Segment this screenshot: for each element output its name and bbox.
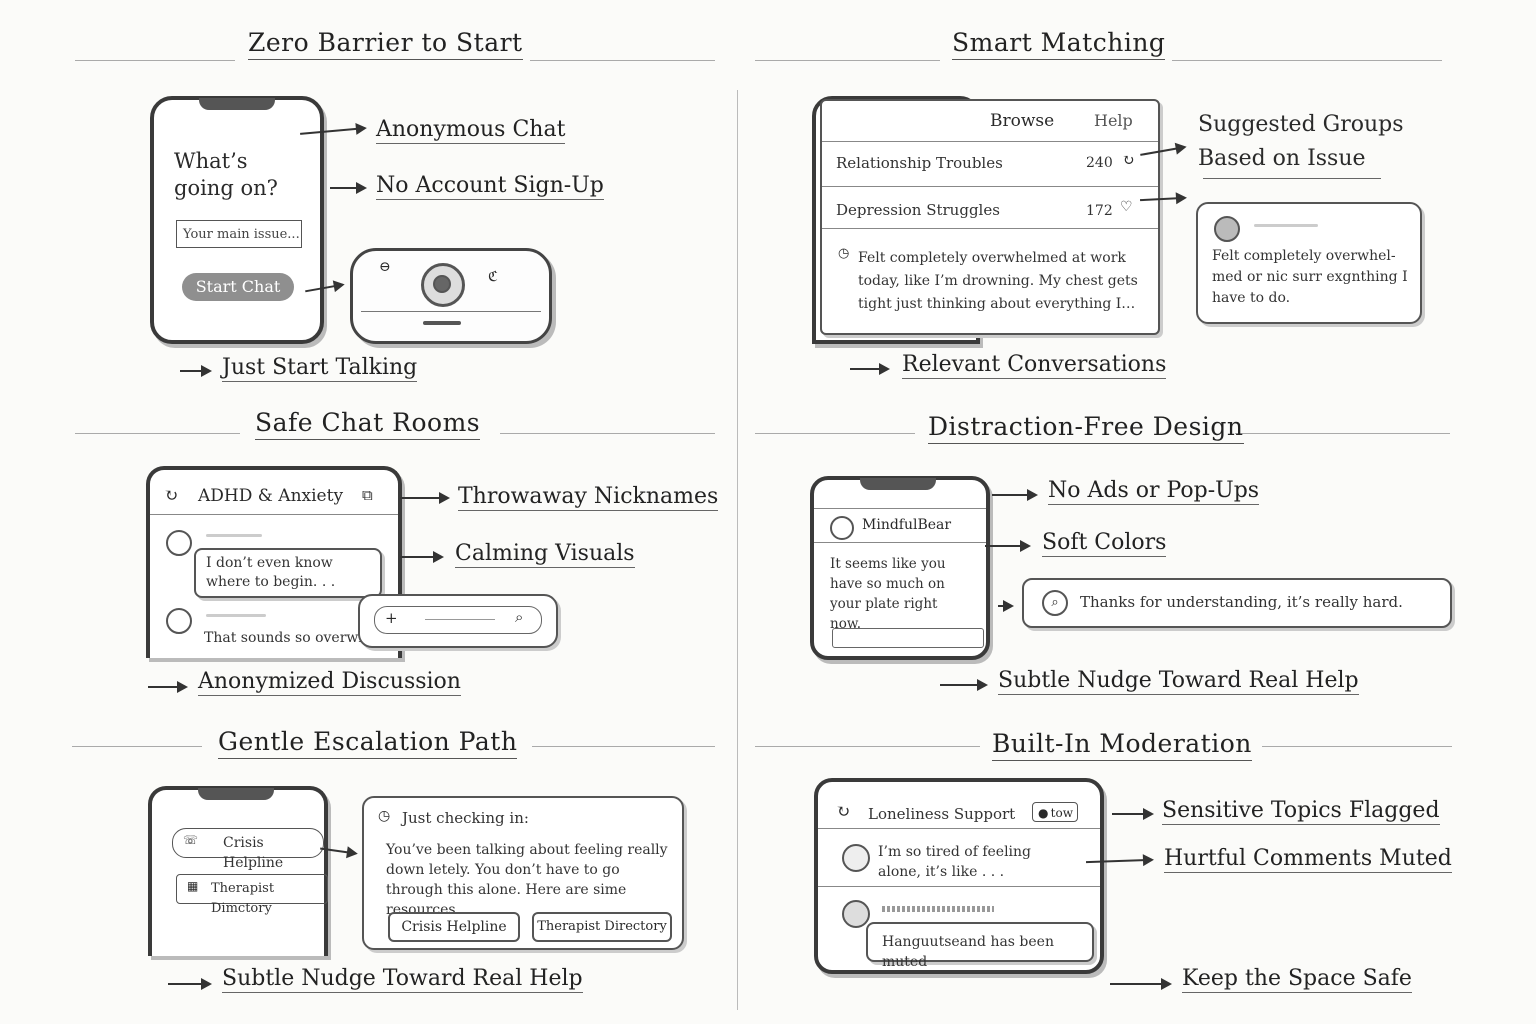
message-input[interactable] bbox=[832, 628, 984, 648]
callout-throwaway-nicknames: Throwaway Nicknames bbox=[458, 484, 719, 511]
therapist-directory-button[interactable]: Therapist Directory bbox=[532, 912, 672, 942]
callout-sensitive-topics: Sensitive Topics Flagged bbox=[1162, 798, 1440, 825]
reply-bar[interactable]: ⌕ Thanks for understanding, it’s really … bbox=[1022, 578, 1452, 628]
footer-anonymized-discussion: Anonymized Discussion bbox=[198, 669, 461, 696]
column-divider bbox=[737, 90, 738, 1010]
message-1: I don’t even know where to begin. . . bbox=[206, 555, 336, 590]
lock-icon: ● bbox=[1038, 806, 1049, 820]
search-icon: ⌕ bbox=[1042, 590, 1068, 616]
callout-soft-colors: Soft Colors bbox=[1042, 530, 1167, 557]
group-count: 240 bbox=[1086, 155, 1113, 171]
check-in-title: Just checking in: bbox=[402, 809, 529, 827]
edit-icon[interactable]: ⧉ bbox=[362, 486, 373, 504]
heart-icon: ♡ bbox=[1120, 199, 1133, 215]
username: MindfulBear bbox=[862, 517, 952, 533]
prompt-heading: What’s going on? bbox=[174, 149, 278, 200]
section-title-zero-barrier: Zero Barrier to Start bbox=[248, 28, 523, 60]
crisis-helpline-button[interactable]: Crisis Helpline bbox=[388, 912, 520, 942]
refresh-icon: ↻ bbox=[1122, 151, 1135, 169]
message-2: That sounds so overwih bbox=[204, 630, 368, 646]
issue-input[interactable]: Your main issue... bbox=[176, 220, 302, 248]
callout-hurtful-comments: Hurtful Comments Muted bbox=[1164, 846, 1452, 873]
callout-suggested-groups: Suggested Groups Based on Issue bbox=[1198, 112, 1404, 171]
avatar-icon bbox=[842, 844, 870, 872]
search-icon bbox=[842, 900, 870, 928]
group-name[interactable]: Depression Struggles bbox=[836, 201, 1000, 219]
flagged-message: I’m so tired of feeling alone, it’s like… bbox=[878, 844, 1032, 880]
phone-chat-room: ↻ ADHD & Anxiety ⧉ I don’t even know whe… bbox=[146, 466, 402, 658]
footer-keep-space-safe: Keep the Space Safe bbox=[1182, 966, 1412, 993]
smart-speaker: ⊖ ℭ bbox=[350, 248, 552, 344]
preview-text: Felt completely overwhel-med or nic surr… bbox=[1212, 248, 1408, 306]
phone-icon: ☏ bbox=[183, 833, 199, 847]
phone-escalation: ☏ Crisis Helpline ▦ Therapist Dimctory bbox=[148, 786, 328, 956]
phone-distraction-free: MindfulBear It seems like you have so mu… bbox=[810, 476, 990, 660]
crisis-helpline-chip[interactable]: ☏ Crisis Helpline bbox=[172, 828, 324, 871]
footer-subtle-nudge-2: Subtle Nudge Toward Real Help bbox=[222, 966, 583, 993]
section-title-gentle-escalation: Gentle Escalation Path bbox=[218, 727, 518, 759]
avatar-icon bbox=[830, 516, 854, 540]
section-title-distraction-free: Distraction-Free Design bbox=[928, 412, 1244, 444]
section-title-built-in-moderation: Built-In Moderation bbox=[992, 729, 1252, 761]
check-in-card: ◷ Just checking in: You’ve been talking … bbox=[362, 796, 684, 950]
callout-anonymous-chat: Anonymous Chat bbox=[376, 117, 566, 144]
footer-subtle-nudge-1: Subtle Nudge Toward Real Help bbox=[998, 668, 1359, 695]
check-in-body: You’ve been talking about feeling really… bbox=[386, 842, 668, 918]
footer-just-start-talking: Just Start Talking bbox=[222, 355, 418, 382]
search-icon[interactable]: ⌕ bbox=[515, 608, 524, 626]
muted-notice: Hanguutseand has been muted bbox=[882, 934, 1054, 970]
status-badge: ●tow bbox=[1032, 802, 1078, 822]
section-title-smart-matching: Smart Matching bbox=[952, 28, 1166, 60]
refresh-icon: ↻ bbox=[836, 802, 851, 822]
callout-calming-visuals: Calming Visuals bbox=[455, 541, 635, 568]
room-title: ADHD & Anxiety bbox=[198, 486, 344, 506]
clock-icon: ◷ bbox=[838, 246, 850, 261]
group-count: 172 bbox=[1086, 203, 1113, 219]
composer-bar[interactable]: + ⌕ bbox=[358, 594, 558, 648]
callout-no-account: No Account Sign-Up bbox=[376, 173, 604, 200]
groups-panel: Browse Help Relationship Troubles 240 ↻ … bbox=[820, 99, 1160, 335]
room-title: Loneliness Support bbox=[868, 805, 1016, 823]
preview-card: Felt completely overwhel-med or nic surr… bbox=[1196, 202, 1422, 324]
book-icon: ▦ bbox=[187, 879, 199, 893]
group-name[interactable]: Relationship Troubles bbox=[836, 154, 1003, 172]
phone-moderation: ↻ Loneliness Support ●tow I’m so tired o… bbox=[814, 778, 1104, 974]
footer-relevant-conversations: Relevant Conversations bbox=[902, 352, 1167, 379]
clock-icon: ◷ bbox=[378, 808, 391, 824]
section-title-safe-chat-rooms: Safe Chat Rooms bbox=[255, 408, 481, 440]
refresh-icon: ↻ bbox=[164, 486, 179, 506]
message-text: It seems like you have so much on your p… bbox=[830, 556, 946, 632]
start-chat-button[interactable]: Start Chat bbox=[182, 273, 294, 301]
callout-no-ads: No Ads or Pop-Ups bbox=[1048, 478, 1260, 505]
tab-browse[interactable]: Browse bbox=[990, 111, 1055, 131]
phone-start-chat: What’s going on? Your main issue... Star… bbox=[150, 96, 324, 344]
reply-text: Thanks for understanding, it’s really ha… bbox=[1080, 593, 1403, 611]
tab-help[interactable]: Help bbox=[1094, 111, 1133, 130]
post-preview: Felt completely overwhelmed at work toda… bbox=[858, 250, 1138, 312]
therapist-directory-chip[interactable]: ▦ Therapist Dimctory bbox=[176, 874, 328, 916]
